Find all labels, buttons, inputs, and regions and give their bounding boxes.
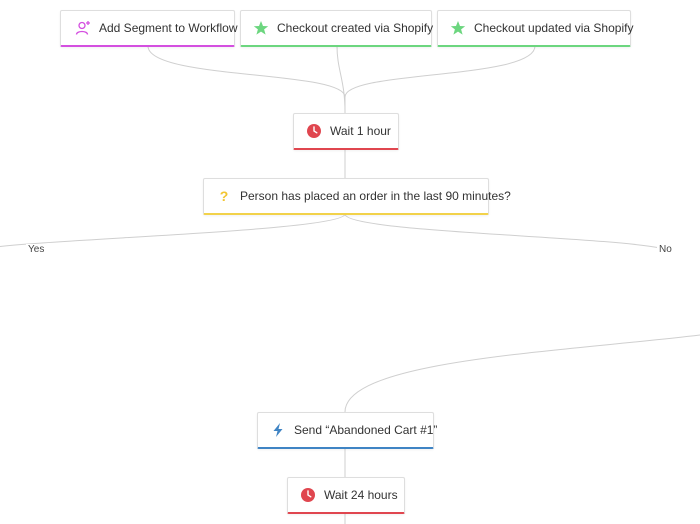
connector-no-branch (344, 213, 661, 249)
send-email-label: Send “Abandoned Cart #1” (294, 423, 438, 437)
question-icon: ? (216, 188, 232, 204)
add-user-icon (75, 20, 91, 36)
condition-node[interactable]: ? Person has placed an order in the last… (203, 178, 511, 215)
trigger-label: Add Segment to Workflow (99, 21, 238, 35)
connector-no-continue (344, 334, 700, 413)
connector-yes-branch (0, 213, 346, 248)
connector-trigger-2 (336, 45, 346, 113)
connector-trigger-3 (344, 45, 536, 98)
svg-text:?: ? (220, 188, 229, 204)
star-icon (253, 20, 269, 36)
trigger-label: Checkout updated via Shopify (474, 21, 634, 35)
condition-label: Person has placed an order in the last 9… (240, 189, 511, 203)
wait-1-hour-node[interactable]: Wait 1 hour (293, 113, 399, 150)
clock-icon (306, 123, 322, 139)
trigger-checkout-updated[interactable]: Checkout updated via Shopify (437, 10, 634, 47)
lightning-icon (270, 422, 286, 438)
wait-label: Wait 24 hours (324, 488, 398, 502)
trigger-add-segment[interactable]: Add Segment to Workflow (60, 10, 238, 47)
branch-yes-label: Yes (26, 244, 47, 255)
wait-24-hours-node[interactable]: Wait 24 hours (287, 477, 405, 514)
star-icon (450, 20, 466, 36)
trigger-label: Checkout created via Shopify (277, 21, 434, 35)
trigger-checkout-created[interactable]: Checkout created via Shopify (240, 10, 434, 47)
branch-no-label: No (657, 244, 674, 255)
clock-icon (300, 487, 316, 503)
connector-trigger-1 (147, 45, 346, 98)
send-email-node[interactable]: Send “Abandoned Cart #1” (257, 412, 438, 449)
wait-label: Wait 1 hour (330, 124, 391, 138)
